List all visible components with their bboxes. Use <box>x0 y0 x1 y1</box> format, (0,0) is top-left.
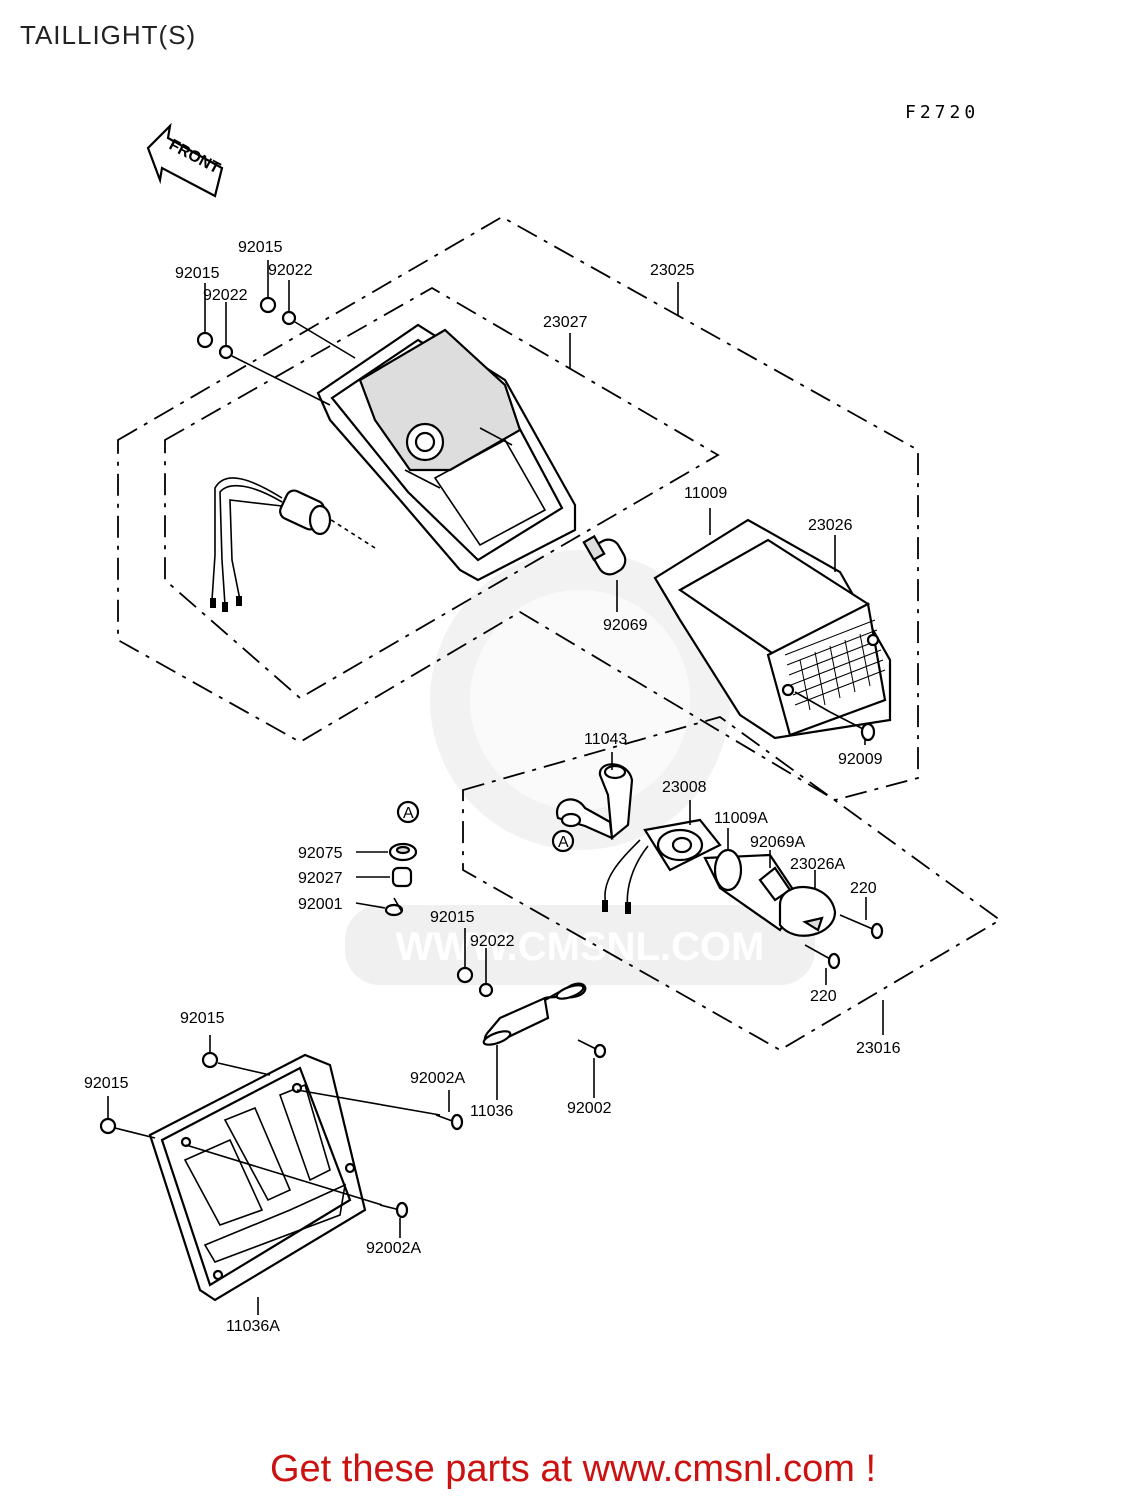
part-labels: 92015 92015 92022 92022 23025 23027 1100… <box>84 239 901 1335</box>
nut-washer-top <box>196 260 356 406</box>
label-92009: 92009 <box>838 751 883 768</box>
label-92015: 92015 <box>175 265 220 282</box>
bulb-icon <box>582 534 627 612</box>
label-11036A: 11036A <box>226 1318 280 1335</box>
label-92069A: 92069A <box>750 834 805 851</box>
taillight-lens <box>653 508 892 740</box>
assembly-box-23016 <box>462 716 1002 1052</box>
label-92002A: 92002A <box>410 1070 465 1087</box>
label-92022: 92022 <box>268 262 313 279</box>
label-23025: 23025 <box>650 262 695 279</box>
label-23027: 23027 <box>543 314 588 331</box>
label-92015: 92015 <box>84 1075 129 1092</box>
label-92015: 92015 <box>430 909 475 926</box>
screw-220 <box>804 897 884 985</box>
figure-code: F2720 <box>905 102 980 123</box>
watermark-text: WWW.CMSNL.COM <box>396 925 765 969</box>
assembly-box-23027 <box>164 286 720 700</box>
label-92002: 92002 <box>567 1100 612 1117</box>
label-23008: 23008 <box>662 779 707 796</box>
bulb-socket-wire <box>210 477 376 612</box>
label-92002A: 92002A <box>366 1240 421 1257</box>
svg-text:A: A <box>558 834 569 851</box>
label-11009: 11009 <box>684 485 727 502</box>
label-92075: 92075 <box>298 845 343 862</box>
watermark-logo: WWW.CMSNL.COM <box>345 550 815 985</box>
label-11043: 11043 <box>584 731 627 748</box>
svg-text:A: A <box>403 805 414 822</box>
label-23016: 23016 <box>856 1040 901 1057</box>
label-92015: 92015 <box>238 239 283 256</box>
label-92069: 92069 <box>603 617 648 634</box>
label-23026: 23026 <box>808 517 853 534</box>
label-92001: 92001 <box>298 896 343 913</box>
promo-link[interactable]: Get these parts at www.cmsnl.com ! <box>269 1448 877 1490</box>
taillight-housing <box>316 323 577 582</box>
front-arrow-icon: FRONT <box>146 122 224 198</box>
bracket-11036 <box>456 928 607 1100</box>
license-light-assembly <box>555 752 837 937</box>
page-title: TAILLIGHT(S) <box>20 20 197 50</box>
label-11036: 11036 <box>470 1103 513 1120</box>
label-92022: 92022 <box>203 287 248 304</box>
label-11009A: 11009A <box>714 810 768 827</box>
grommet-collar-bolt <box>355 842 418 917</box>
license-plate-holder <box>99 1035 464 1315</box>
screw-92009 <box>794 691 876 745</box>
label-220: 220 <box>810 988 837 1005</box>
label-92022: 92022 <box>470 933 515 950</box>
label-92015: 92015 <box>180 1010 225 1027</box>
label-220: 220 <box>850 880 877 897</box>
reference-marker-a: A A <box>396 800 575 853</box>
label-92027: 92027 <box>298 870 343 887</box>
label-23026A: 23026A <box>790 856 845 873</box>
